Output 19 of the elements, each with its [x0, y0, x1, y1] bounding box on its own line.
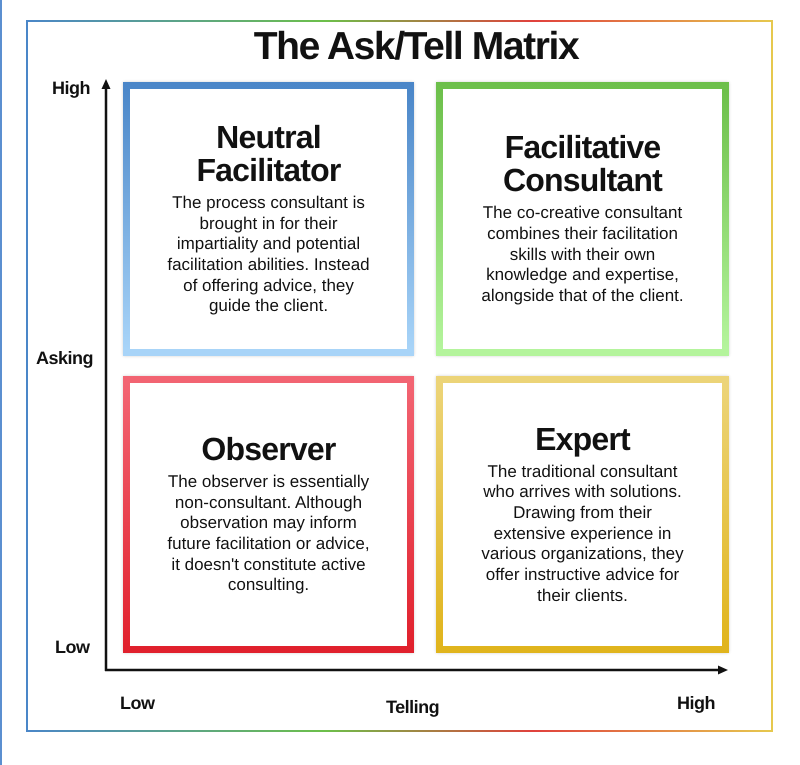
quadrant-box [123, 82, 414, 356]
quadrant-box [436, 376, 729, 653]
quadrant-description: The traditional consultant who arrives with solutions. Drawing from their extensive experience in various organizations, they offer instructive advice for their clients. [480, 462, 684, 606]
quadrant-description: The observer is essentially non-consultant. Although observation may inform future facilitation or advice, it doesn't constitute active consulting. [166, 472, 370, 596]
axis-end-label: Low [120, 692, 154, 714]
axis-title: Asking [36, 347, 94, 369]
quadrant-box [123, 376, 414, 653]
title: The Ask/Tell Matrix [254, 24, 578, 70]
quadrant-title: Expert [534, 422, 630, 456]
axis-end-label: Low [55, 636, 90, 658]
axis-end-label: High [52, 77, 90, 99]
axis-title: Telling [386, 696, 440, 718]
quadrant-title: Observer [200, 432, 336, 466]
axis-end-label: High [677, 692, 715, 714]
quadrant-title: Facilitative Consultant [502, 131, 663, 198]
quadrant-description: The co-creative consultant combines their facilitation skills with their own knowledge and expertise, alongside that of the client. [480, 203, 684, 307]
quadrant-box [436, 82, 729, 356]
quadrant-title: Neutral Facilitator [196, 120, 342, 187]
quadrant-description: The process consultant is brought in for their impartiality and potential facilitation abilities. Instead of offering advice, they guide the client. [166, 192, 370, 318]
